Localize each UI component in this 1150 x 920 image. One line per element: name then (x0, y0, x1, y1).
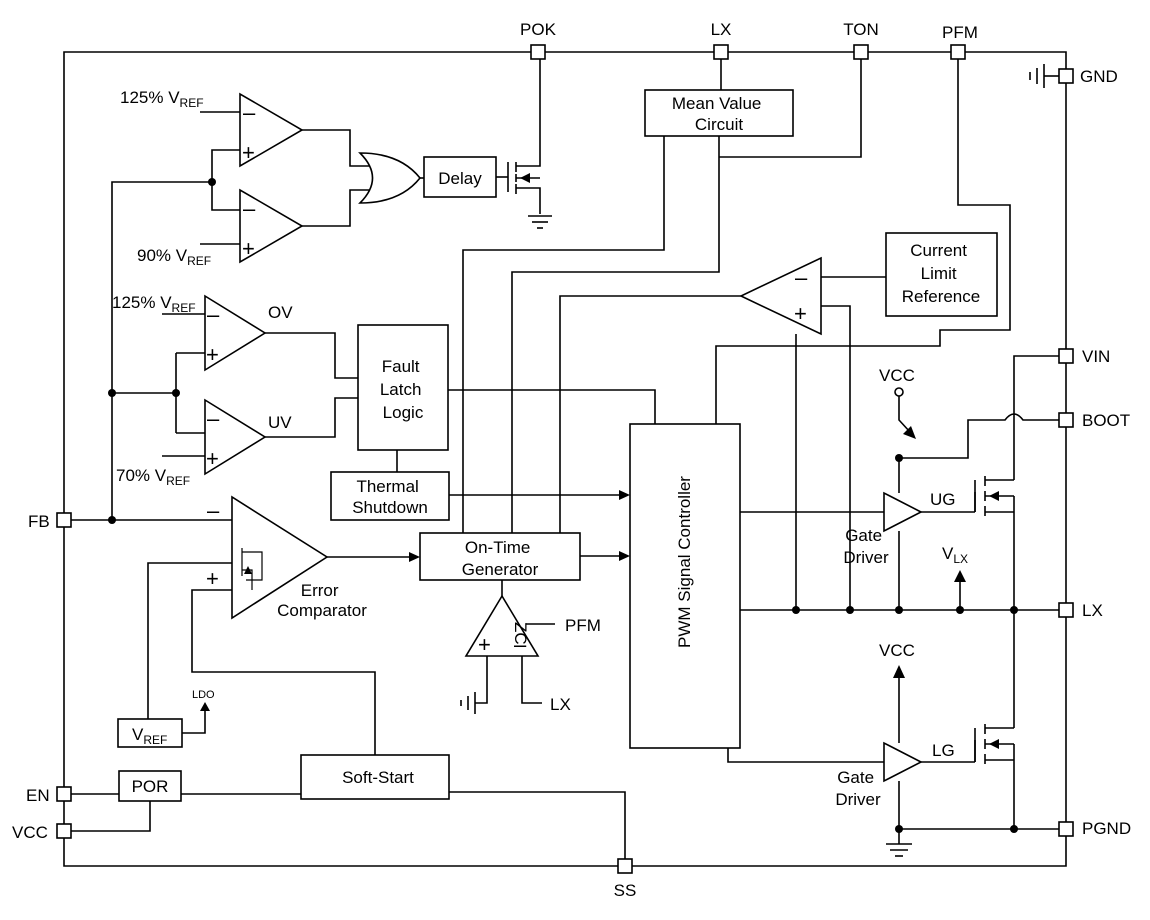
thermal-shutdown-block (330, 471, 450, 521)
pin-label-pfm: PFM (942, 23, 978, 42)
zc-comparator-plus: + (478, 632, 491, 657)
current-limit-comparator-plus: + (794, 301, 807, 326)
ov-comparator: – + (204, 294, 267, 372)
current-limit-comparator-minus: – (795, 265, 808, 290)
pok-low-threshold: 90% VREF (137, 246, 211, 268)
delay-block (423, 156, 497, 198)
pin-gnd (1058, 68, 1074, 84)
or-gate (358, 152, 422, 204)
error-comparator: – + (206, 495, 329, 620)
pok-low-comparator-minus: – (243, 196, 256, 221)
uv-comparator-minus: – (207, 406, 220, 431)
vcc-lower-label: VCC (879, 641, 915, 660)
pin-ss (617, 858, 633, 874)
pin-label-lx-top: LX (711, 20, 732, 39)
pin-pok (530, 44, 546, 60)
lower-gate-driver (883, 741, 923, 783)
upper-gate-driver (883, 491, 923, 533)
pin-label-ss: SS (614, 881, 637, 900)
pok-high-threshold: 125% VREF (120, 88, 204, 110)
pok-low-comparator-plus: + (242, 236, 255, 261)
gnd-pin-ground-symbol (1029, 64, 1059, 88)
pwm-controller-block (629, 423, 741, 749)
zc-lx-label: LX (550, 695, 571, 714)
soft-start-label: Soft-Start (342, 768, 414, 787)
current-limit-reference-label: Current Limit Reference (902, 241, 980, 306)
error-comparator-label: Error Comparator (277, 581, 367, 620)
uv-comparator: – + (204, 398, 267, 476)
pin-vin (1058, 348, 1074, 364)
pin-en (56, 786, 72, 802)
pin-label-fb: FB (28, 512, 50, 531)
por-block (118, 770, 182, 802)
pok-high-comparator-minus: – (243, 100, 256, 125)
pin-label-gnd: GND (1080, 67, 1118, 86)
pin-label-ton: TON (843, 20, 879, 39)
pin-pgnd (1058, 821, 1074, 837)
lg-label: LG (932, 741, 955, 760)
current-limit-reference-block (885, 232, 998, 317)
por-label: POR (132, 777, 169, 796)
upper-mosfet (974, 476, 1014, 516)
thermal-shutdown-label: Thermal Shutdown (352, 477, 428, 517)
error-comparator-plus: + (206, 566, 219, 591)
error-comparator-minus: – (207, 498, 220, 523)
pin-label-vin: VIN (1082, 347, 1110, 366)
vcc-upper-node (894, 387, 904, 397)
pok-low-comparator: – + (239, 188, 304, 264)
pin-label-lx-right: LX (1082, 601, 1103, 620)
pin-label-vcc: VCC (12, 823, 48, 842)
ug-label: UG (930, 490, 956, 509)
uv-label: UV (268, 413, 292, 432)
zc-comparator: ZC + – (464, 594, 540, 657)
pin-label-pgnd: PGND (1082, 819, 1131, 838)
pin-ton (853, 44, 869, 60)
vref-label: VREF (132, 725, 167, 747)
delay-label: Delay (438, 169, 482, 188)
zc-pfm-label: PFM (565, 616, 601, 635)
ldo-label: LDO (192, 689, 215, 701)
pok-high-comparator: – + (239, 92, 304, 168)
on-time-generator-label: On-Time Generator (462, 538, 539, 579)
ov-label: OV (268, 303, 293, 322)
pins (56, 44, 1074, 874)
uv-threshold: 70% VREF (116, 466, 190, 488)
pin-vcc (56, 823, 72, 839)
chip-boundary (63, 51, 1067, 867)
pin-pfm (950, 44, 966, 60)
pin-lx-right (1058, 602, 1074, 618)
ov-threshold: 125% VREF (112, 293, 196, 315)
pwm-controller-label: PWM Signal Controller (675, 476, 694, 648)
mean-value-label: Mean Value Circuit (672, 94, 766, 134)
vcc-upper-label: VCC (879, 366, 915, 385)
pin-fb (56, 512, 72, 528)
pin-lx-top (713, 44, 729, 60)
pin-boot (1058, 412, 1074, 428)
fault-latch-block (357, 324, 449, 451)
vlx-label: VLX (942, 544, 968, 566)
pin-label-en: EN (26, 786, 50, 805)
pin-label-pok: POK (520, 20, 557, 39)
vref-block (117, 718, 183, 748)
soft-start-block (300, 754, 450, 800)
mean-value-block (644, 89, 794, 137)
uv-comparator-plus: + (206, 446, 219, 471)
upper-gate-driver-label: Gate Driver (843, 526, 889, 567)
ov-comparator-minus: – (207, 302, 220, 327)
lower-gate-driver-label: Gate Driver (835, 768, 881, 809)
zc-comparator-minus: – (514, 632, 527, 657)
pok-high-comparator-plus: + (242, 140, 255, 165)
current-limit-comparator: – + (739, 256, 822, 336)
pin-label-boot: BOOT (1082, 411, 1130, 430)
on-time-generator-block (419, 532, 581, 581)
lower-mosfet (974, 724, 1014, 764)
zc-label: ZC (511, 622, 530, 645)
ov-comparator-plus: + (206, 342, 219, 367)
pok-mosfet (507, 59, 552, 229)
fault-latch-label: Fault Latch Logic (380, 357, 426, 422)
